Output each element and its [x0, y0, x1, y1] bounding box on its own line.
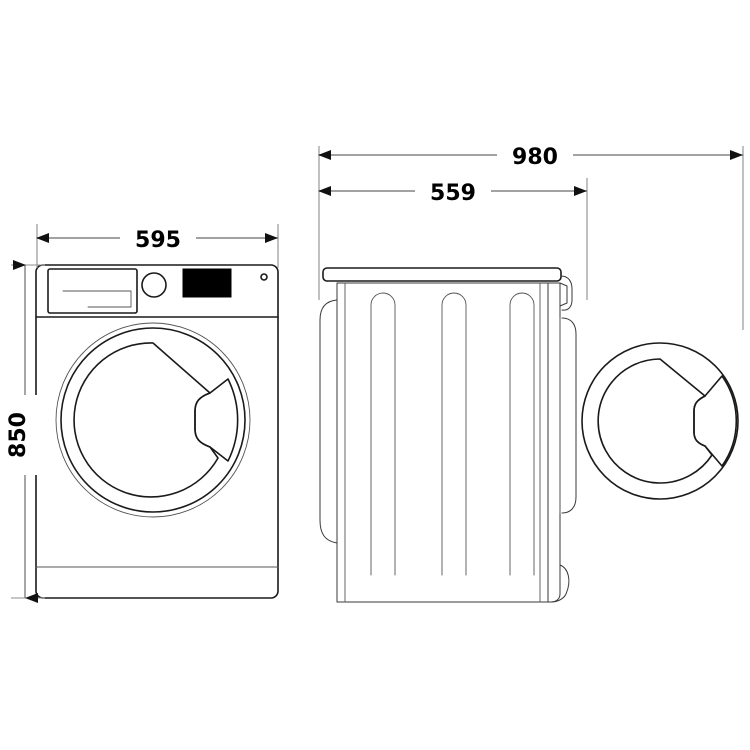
dimension-595: 595 — [36, 222, 279, 268]
side-rib-3 — [509, 292, 535, 576]
door-bezel-ring — [60, 327, 246, 513]
open-door-handle-pocket[interactable] — [693, 375, 738, 467]
side-rear-panel — [547, 282, 561, 603]
dim-980-text-backing — [497, 138, 573, 171]
program-knob-icon[interactable] — [141, 272, 167, 298]
rear-connector-nub — [560, 275, 573, 311]
side-top-lid — [322, 267, 562, 282]
side-rib-2 — [441, 292, 467, 576]
power-indicator-icon — [260, 273, 268, 281]
dimension-559: 559 — [318, 175, 588, 300]
open-door-outer-ring — [581, 342, 739, 500]
dimension-980: 980 — [318, 138, 744, 330]
side-cabinet-body — [336, 282, 549, 603]
dim-850-text-backing — [8, 395, 42, 475]
dim-980-label: 980 — [512, 145, 558, 170]
rear-foot-curve — [550, 564, 570, 603]
rear-connector-detail — [559, 282, 568, 307]
open-door-glass — [597, 358, 713, 484]
front-cabinet-outline — [35, 264, 279, 599]
door-glass-outline — [73, 342, 219, 498]
dim-595-label: 595 — [135, 228, 181, 253]
door-outer-bezel — [55, 322, 251, 518]
detergent-drawer-handle — [62, 290, 132, 308]
front-view-group: 595 850 — [6, 222, 279, 603]
door-handle-pocket[interactable] — [194, 378, 239, 462]
dim-559-label: 559 — [430, 181, 476, 206]
dim-850-label: 850 — [6, 412, 31, 458]
side-view-group: 980 559 — [318, 138, 744, 603]
side-rib-1 — [370, 292, 396, 576]
display-panel — [182, 268, 232, 298]
door-hinge-bracket — [561, 317, 577, 514]
dim-559-text-backing — [415, 175, 491, 207]
dimension-850: 850 — [6, 260, 45, 603]
detergent-drawer-outline — [47, 268, 138, 314]
side-front-lip — [319, 299, 338, 544]
dim-595-text-backing — [120, 222, 196, 254]
